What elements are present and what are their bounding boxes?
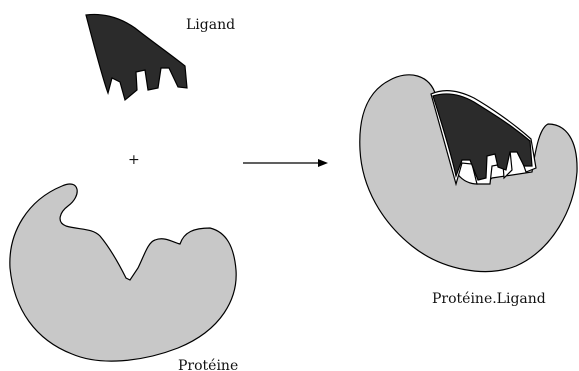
protein-group: Protéine <box>10 184 238 371</box>
complex-group: Protéine.Ligand <box>360 75 577 307</box>
reaction-arrow <box>243 159 328 167</box>
ligand-shape <box>86 14 187 100</box>
ligand-group: Ligand <box>86 14 235 100</box>
protein-label: Protéine <box>178 358 238 371</box>
arrow-head-icon <box>318 159 328 167</box>
plus-sign: + <box>128 152 140 168</box>
ligand-label: Ligand <box>186 17 235 33</box>
complex-label: Protéine.Ligand <box>432 291 546 307</box>
protein-shape <box>10 184 236 361</box>
